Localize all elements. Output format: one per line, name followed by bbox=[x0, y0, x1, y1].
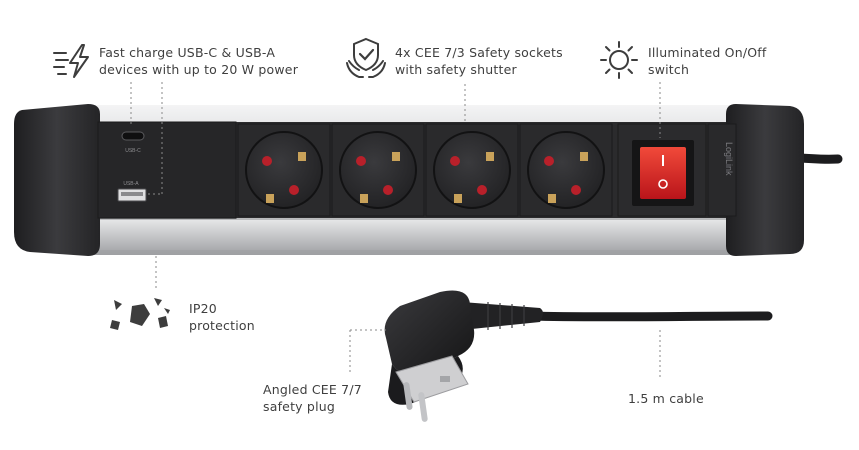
usb-panel bbox=[97, 121, 237, 219]
schuko-socket bbox=[331, 123, 425, 217]
plug-line-1: Angled CEE 7/7 bbox=[263, 382, 362, 397]
ip-line-2: protection bbox=[189, 318, 255, 333]
angled-plug bbox=[384, 290, 475, 376]
charging-feature-text: Fast charge USB-C & USB-A devices with u… bbox=[99, 44, 298, 78]
schuko-socket bbox=[519, 123, 613, 217]
schuko-socket bbox=[425, 123, 519, 217]
switch-line-1: Illuminated On/Off bbox=[648, 45, 767, 60]
brand-logo: LogiLink bbox=[724, 142, 734, 176]
sockets-feature-text: 4x CEE 7/3 Safety sockets with safety sh… bbox=[395, 44, 563, 78]
usb-c-port bbox=[121, 131, 145, 141]
left-end-cap bbox=[14, 104, 100, 256]
ip-line-1: IP20 bbox=[189, 301, 217, 316]
fast-charge-icon bbox=[52, 43, 92, 79]
charging-line-1: Fast charge USB-C & USB-A bbox=[99, 45, 276, 60]
right-end-cap bbox=[726, 104, 804, 256]
ip-feature-text: IP20 protection bbox=[189, 300, 255, 334]
cable-feature-text: 1.5 m cable bbox=[628, 390, 704, 407]
shield-hands-icon bbox=[345, 37, 387, 81]
front-cable bbox=[525, 311, 773, 322]
sockets-line-2: with safety shutter bbox=[395, 62, 517, 77]
usb-c-label: USB-C bbox=[125, 148, 141, 154]
usb-a-label: USB-A bbox=[123, 181, 139, 187]
socket-group bbox=[237, 123, 613, 217]
sockets-line-1: 4x CEE 7/3 Safety sockets bbox=[395, 45, 563, 60]
plug-line-2: safety plug bbox=[263, 399, 335, 414]
switch-feature-text: Illuminated On/Off switch bbox=[648, 44, 767, 78]
schuko-socket bbox=[237, 123, 331, 217]
switch-rocker bbox=[640, 147, 686, 199]
plug-feature-text: Angled CEE 7/7 safety plug bbox=[263, 381, 362, 415]
switch-line-2: switch bbox=[648, 62, 690, 77]
cable-line-1: 1.5 m cable bbox=[628, 391, 704, 406]
ip20-particles-icon bbox=[108, 296, 178, 334]
sun-icon bbox=[600, 41, 638, 79]
strain-relief bbox=[462, 302, 543, 330]
charging-line-2: devices with up to 20 W power bbox=[99, 62, 299, 77]
